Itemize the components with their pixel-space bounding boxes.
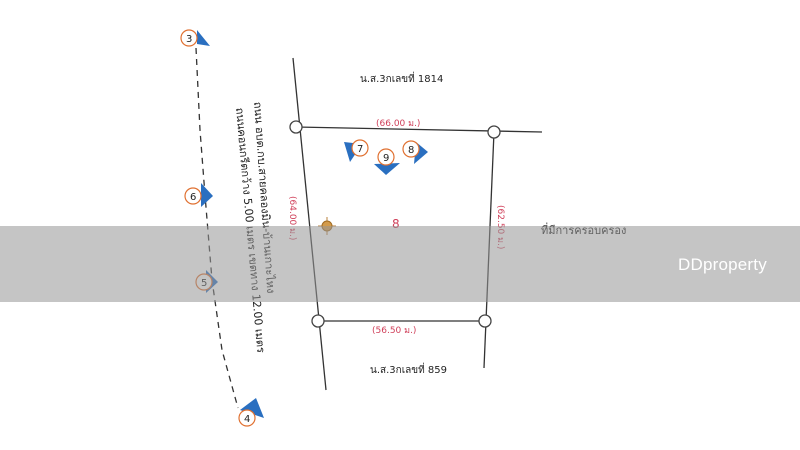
house-icon bbox=[3, 1, 31, 28]
corner-point bbox=[487, 125, 501, 139]
plot-boundary-top bbox=[295, 126, 543, 133]
photo-marker-3: 3 bbox=[180, 29, 210, 47]
svg-text:7: 7 bbox=[357, 144, 363, 155]
dimension-bottom: (56.50 ม.) bbox=[372, 326, 416, 336]
corner-point bbox=[311, 314, 325, 328]
svg-text:8: 8 bbox=[408, 145, 414, 156]
svg-text:9: 9 bbox=[383, 153, 389, 164]
dimension-top: (66.00 ม.) bbox=[376, 119, 420, 129]
watermark-band bbox=[0, 226, 800, 302]
top-neighbor-label: น.ส.3กเลขที่ 1814 bbox=[360, 71, 443, 85]
watermark-brand: DDproperty bbox=[678, 255, 767, 274]
photo-marker-6: 6 bbox=[184, 183, 213, 207]
bottom-neighbor-label: น.ส.3กเลขที่ 859 bbox=[370, 362, 447, 376]
corner-point bbox=[478, 314, 492, 328]
corner-point bbox=[289, 120, 303, 134]
photo-marker-4: 4 bbox=[238, 398, 264, 427]
dimension-left: (64.00 ม.) bbox=[287, 196, 297, 240]
plot-number: 8 bbox=[392, 217, 400, 231]
plot-boundary-left bbox=[292, 57, 327, 391]
svg-text:6: 6 bbox=[190, 192, 196, 203]
svg-text:3: 3 bbox=[186, 34, 192, 45]
photo-marker-9: 9 bbox=[374, 148, 400, 175]
photo-marker-7: 7 bbox=[344, 139, 369, 162]
svg-text:4: 4 bbox=[244, 414, 250, 425]
photo-marker-8: 8 bbox=[402, 140, 428, 164]
